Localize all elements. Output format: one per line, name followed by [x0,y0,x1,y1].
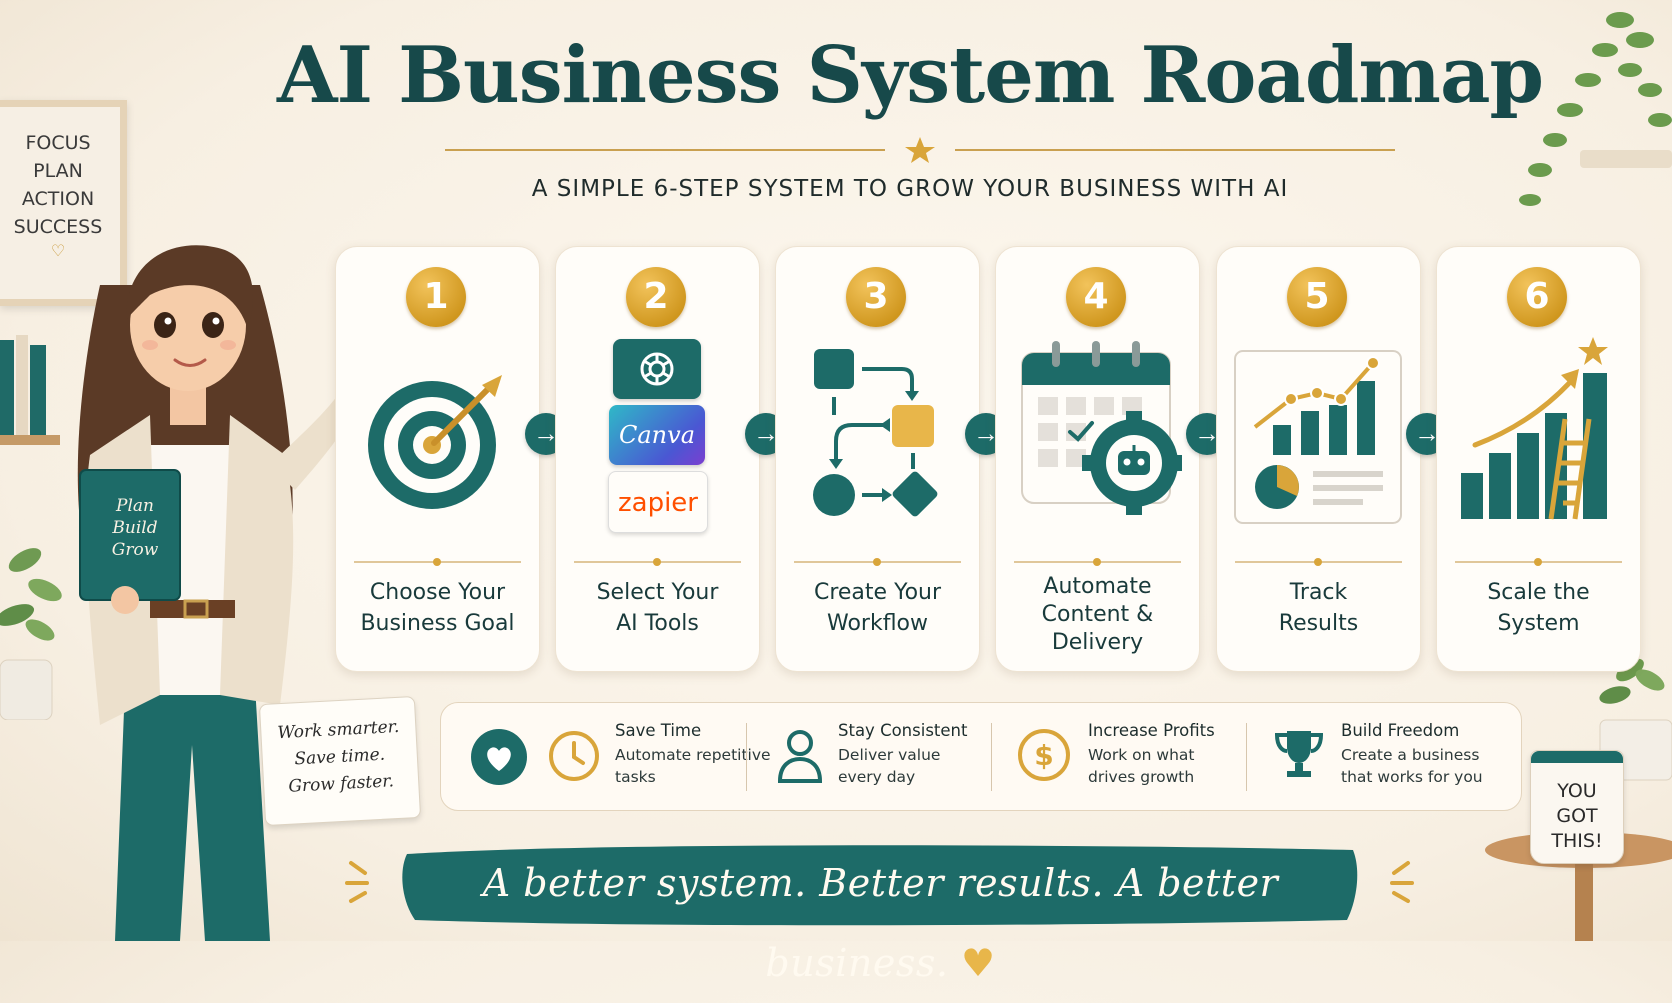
sticky-note: Work smarter. Save time. Grow faster. [258,696,422,826]
step-number-badge: 6 [1507,267,1567,327]
step-label-line: Select Your [596,580,719,605]
bottom-banner-text: A better system. Better results. A bette… [408,843,1353,985]
step-label-line: Create Your [813,580,942,605]
chatgpt-logo-icon [613,339,701,399]
heart-icon: ♥ [961,941,996,985]
sparkle-right-icon [1390,861,1414,903]
benefit-title: Save Time [615,721,702,740]
benefit-desc-line: every day [838,768,916,786]
woman-illustration [77,245,370,941]
frame-line: ACTION [21,188,95,210]
frame-line: FOCUS [25,132,91,154]
step-number-badge: 4 [1066,267,1126,327]
clock-icon [549,731,599,781]
title-divider [445,137,1395,163]
star-icon [905,137,935,163]
benefit-title: Stay Consistent [838,721,968,740]
step-card-2: 2 Canva zapier Select Your AI Tools [555,246,760,672]
benefit-divider [991,723,992,791]
heart-icon [471,729,527,785]
frame-line: PLAN [33,160,83,182]
banner-brushstroke [402,845,1358,926]
benefits-bar: Save Time Automate repetitive tasks Stay… [440,702,1522,811]
benefit-desc-line: drives growth [1088,768,1195,786]
shelf-books [0,335,60,445]
step-label-line: Results [1278,611,1359,636]
step-label: Choose Your Business Goal [340,577,535,639]
step-label-line: Delivery [1051,630,1144,655]
mug-line: GOT [1556,805,1598,827]
canva-logo: Canva [609,405,705,465]
step-label-line: AI Tools [616,611,699,636]
notebook-text: Plan Build Grow [85,495,185,561]
growth-ladder-icon [1461,337,1608,520]
step-label: Automate Content & Delivery [1000,573,1195,657]
step-card-6: 6 Scale the System [1436,246,1641,672]
step-number-badge: 3 [846,267,906,327]
step-label: Create Your Workflow [780,577,975,639]
notebook-line: Build [112,518,158,538]
benefit-desc-line: tasks [615,768,656,786]
step-label: Select Your AI Tools [560,577,755,639]
analytics-icon [1234,350,1402,524]
step-card-5: 5 Track Results [1216,246,1421,672]
calendar-gear-icon [1021,341,1182,515]
step-card-1: 1 Choose Your Business Goal [335,246,540,672]
benefit-divider [746,723,747,791]
plant-left [0,548,62,720]
svg-text:$: $ [1034,739,1053,772]
step-label-line: Business Goal [360,611,515,636]
plant-hanging [1519,12,1672,206]
step-label-line: Workflow [826,611,929,636]
wall-frame: FOCUS PLAN ACTION SUCCESS ♡ [0,100,127,306]
heart-icon: ♡ [50,241,66,260]
step-number-badge: 5 [1287,267,1347,327]
step-label-line: Track [1289,580,1348,605]
mug-line: YOU [1557,780,1597,802]
card-divider [354,558,521,566]
benefit-desc-line: that works for you [1341,768,1483,786]
step-number-badge: 2 [626,267,686,327]
step-label-line: Choose Your [369,580,506,605]
step-card-3: 3 Create Your Workflow [775,246,980,672]
workflow-icon [813,349,938,517]
notebook-line: Plan [116,496,154,516]
trophy-icon [1274,731,1324,777]
benefit-divider [1246,723,1247,791]
page-title: AI Business System Roadmap [276,30,1544,121]
card-divider [794,558,961,566]
step-label: Track Results [1221,577,1416,639]
benefit-desc-line: Automate repetitive [615,746,771,764]
ai-tools-icon: Canva zapier [572,335,742,535]
step-label: Scale the System [1441,577,1636,639]
person-icon [777,730,823,783]
step-label-line: System [1497,611,1580,636]
target-icon [368,375,502,509]
step-label-line: Content & [1041,602,1154,627]
frame-line: SUCCESS [13,216,103,238]
benefit-title: Build Freedom [1341,721,1460,740]
benefit-desc-line: Work on what [1088,746,1195,764]
step-label-line: Scale the [1487,580,1590,605]
zapier-logo: zapier [608,471,708,533]
notebook-line: Grow [111,540,159,560]
card-divider [574,558,741,566]
dollar-icon: $ [1018,729,1070,781]
step-number-badge: 1 [406,267,466,327]
benefit-desc-line: Create a business [1341,746,1480,764]
benefit-desc-line: Deliver value [838,746,941,764]
card-divider [1235,558,1402,566]
step-label-line: Automate [1043,574,1152,599]
mug-line: THIS! [1551,830,1603,852]
page-subtitle: A SIMPLE 6-STEP SYSTEM TO GROW YOUR BUSI… [531,176,1289,202]
sparkle-left-icon [345,861,369,903]
card-divider [1455,558,1622,566]
step-card-4: 4 Automate Content & Delivery [995,246,1200,672]
mug: YOU GOT THIS! [1530,750,1624,864]
benefit-title: Increase Profits [1088,721,1215,740]
card-divider [1014,558,1181,566]
